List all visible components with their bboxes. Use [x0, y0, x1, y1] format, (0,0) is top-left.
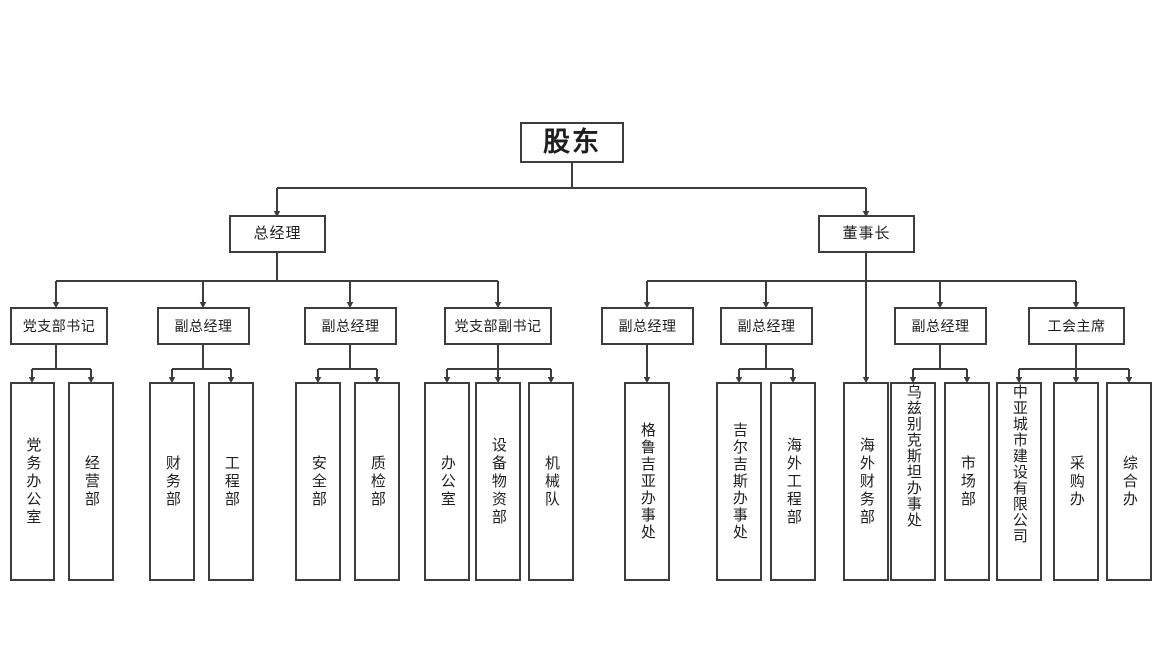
- node-label: 经营部: [82, 454, 100, 509]
- node-deputy-gm-4[interactable]: 副总经理: [720, 307, 813, 345]
- node-deputy-gm-5[interactable]: 副总经理: [894, 307, 987, 345]
- node-union-chairman[interactable]: 工会主席: [1028, 307, 1125, 345]
- node-party-branch-secretary[interactable]: 党支部书记: [10, 307, 108, 345]
- node-georgia-office[interactable]: 格鲁吉亚办事处: [624, 382, 670, 581]
- node-label: 董事长: [842, 225, 891, 243]
- node-party-branch-deputy-secretary[interactable]: 党支部副书记: [444, 307, 552, 345]
- node-procurement-office[interactable]: 采购办: [1053, 382, 1099, 581]
- node-general-manager[interactable]: 总经理: [229, 215, 326, 253]
- node-chairman[interactable]: 董事长: [818, 215, 915, 253]
- node-label: 副总经理: [737, 317, 796, 334]
- node-finance-dept[interactable]: 财务部: [149, 382, 195, 581]
- node-label: 海外工程部: [784, 436, 802, 527]
- node-uzbekistan-office[interactable]: 乌兹别克斯坦办事处: [890, 382, 936, 581]
- node-deputy-gm-2[interactable]: 副总经理: [304, 307, 397, 345]
- node-label: 财务部: [163, 454, 181, 509]
- node-label: 市场部: [958, 454, 976, 509]
- node-label: 格鲁吉亚办事处: [638, 422, 656, 541]
- node-label: 股东: [543, 127, 601, 158]
- node-overseas-finance-dept[interactable]: 海外财务部: [843, 382, 889, 581]
- node-general-affairs-office[interactable]: 综合办: [1106, 382, 1152, 581]
- node-label: 采购办: [1067, 454, 1085, 509]
- node-label: 党务办公室: [24, 436, 42, 527]
- node-deputy-gm-1[interactable]: 副总经理: [157, 307, 250, 345]
- node-label: 副总经理: [618, 317, 677, 334]
- node-label: 工程部: [222, 454, 240, 509]
- node-label: 总经理: [253, 225, 302, 243]
- node-central-asia-urban-construction-co[interactable]: 中亚城市建设有限公司: [996, 382, 1042, 581]
- node-quality-inspection-dept[interactable]: 质检部: [354, 382, 400, 581]
- node-operations-dept[interactable]: 经营部: [68, 382, 114, 581]
- node-label: 副总经理: [911, 317, 970, 334]
- node-label: 党支部副书记: [454, 317, 542, 334]
- node-label: 办公室: [438, 454, 456, 509]
- node-engineering-dept[interactable]: 工程部: [208, 382, 254, 581]
- node-label: 安全部: [309, 454, 327, 509]
- node-market-dept[interactable]: 市场部: [944, 382, 990, 581]
- node-party-affairs-office[interactable]: 党务办公室: [10, 382, 55, 581]
- node-label: 机械队: [542, 454, 560, 509]
- node-equipment-materials-dept[interactable]: 设备物资部: [475, 382, 521, 581]
- node-label: 质检部: [368, 454, 386, 509]
- node-overseas-engineering-dept[interactable]: 海外工程部: [770, 382, 816, 581]
- node-label: 设备物资部: [489, 436, 507, 527]
- node-label: 副总经理: [174, 317, 233, 334]
- node-safety-dept[interactable]: 安全部: [295, 382, 341, 581]
- node-shareholders[interactable]: 股东: [520, 122, 624, 163]
- node-label: 吉尔吉斯办事处: [730, 422, 748, 541]
- node-label: 综合办: [1120, 454, 1138, 509]
- node-label: 党支部书记: [22, 317, 96, 334]
- node-office[interactable]: 办公室: [424, 382, 470, 581]
- node-kyrgyzstan-office[interactable]: 吉尔吉斯办事处: [716, 382, 762, 581]
- node-label: 海外财务部: [857, 436, 875, 527]
- node-machinery-team[interactable]: 机械队: [528, 382, 574, 581]
- node-label: 乌兹别克斯坦办事处: [904, 384, 922, 528]
- node-label: 中亚城市建设有限公司: [1010, 384, 1028, 544]
- node-label: 工会主席: [1047, 317, 1106, 334]
- node-label: 副总经理: [321, 317, 380, 334]
- node-deputy-gm-3[interactable]: 副总经理: [601, 307, 694, 345]
